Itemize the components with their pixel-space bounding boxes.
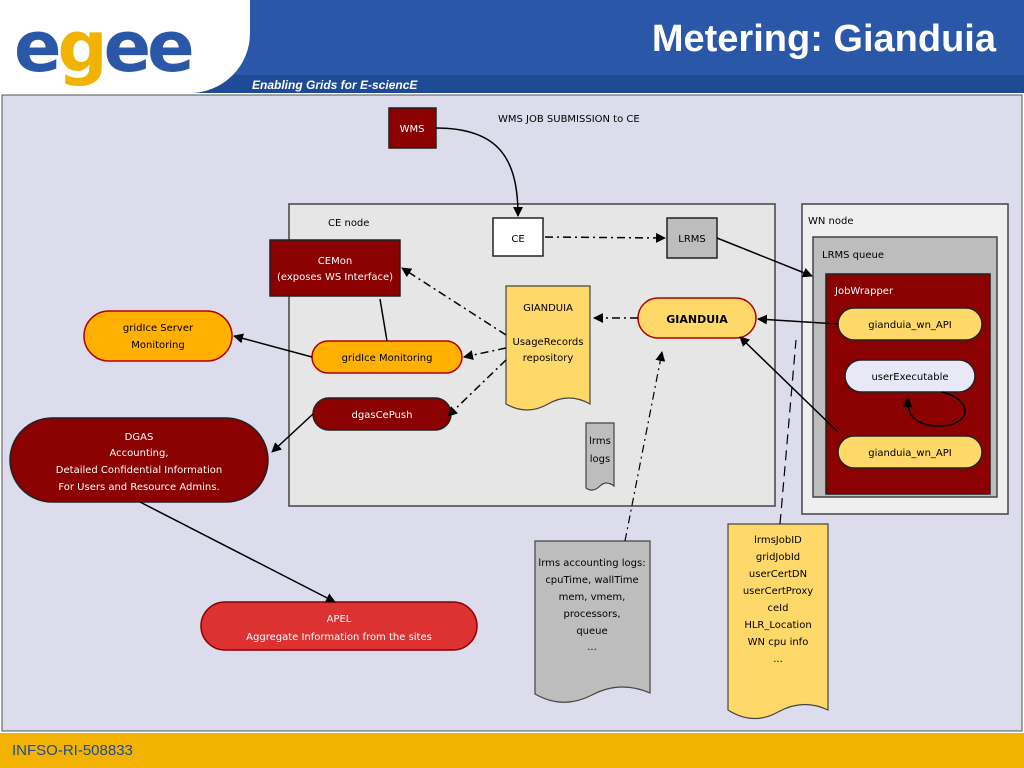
gridice-server-line2: Monitoring bbox=[131, 340, 184, 351]
lrms-logs-line2: logs bbox=[590, 454, 610, 465]
gianduia-repo-line2: UsageRecords bbox=[513, 337, 584, 348]
accounting-logs-line6: ... bbox=[587, 642, 597, 653]
logo-e2: e bbox=[103, 6, 152, 88]
dgas-line4: For Users and Resource Admins. bbox=[58, 482, 219, 493]
cemon-box bbox=[269, 239, 401, 297]
arrow-user-executable-loop bbox=[902, 391, 966, 427]
footer-text: INFSO-RI-508833 bbox=[12, 742, 133, 759]
apel-line1: APEL bbox=[327, 614, 352, 625]
lrms-label: LRMS bbox=[678, 234, 706, 245]
job-info-line3: userCertDN bbox=[749, 569, 807, 580]
job-info-shape bbox=[727, 523, 829, 720]
ce-box bbox=[492, 217, 544, 257]
jobwrapper-label: JobWrapper bbox=[834, 286, 894, 297]
accounting-logs-line3: mem, vmem, bbox=[559, 592, 626, 603]
user-executable-label: userExecutable bbox=[871, 372, 948, 383]
arrow-wn-api-to-gianduia bbox=[757, 314, 839, 325]
arrow-accounting-to-gianduia bbox=[624, 351, 666, 542]
wms-box bbox=[388, 107, 437, 149]
gridice-monitoring-label: gridIce Monitoring bbox=[342, 353, 433, 364]
arrow-ce-to-lrms bbox=[544, 232, 666, 243]
arrow-repo-to-cemon bbox=[401, 267, 507, 336]
wms-job-submission-label: WMS JOB SUBMISSION to CE bbox=[498, 114, 640, 125]
cemon-line1: CEMon bbox=[318, 256, 352, 267]
dgas-box bbox=[9, 417, 269, 503]
line-jobinfo-to-wn bbox=[779, 339, 797, 525]
gridice-server-box bbox=[83, 310, 233, 362]
job-info-line7: WN cpu info bbox=[748, 637, 809, 648]
gianduia-repository-shape bbox=[505, 285, 591, 411]
gianduia-wn-api-2-box bbox=[837, 435, 983, 469]
gianduia-repo-line3: repository bbox=[523, 353, 574, 364]
wn-node-label: WN node bbox=[808, 216, 854, 227]
footer-bar: INFSO-RI-508833 bbox=[0, 733, 1024, 768]
arrow-wn-api-2-to-gianduia bbox=[739, 336, 839, 433]
lrms-queue-label: LRMS queue bbox=[822, 250, 884, 261]
egee-logo: egee bbox=[14, 2, 195, 92]
logo-e3: e bbox=[147, 6, 195, 88]
gridice-server-line1: gridIce Server bbox=[123, 323, 194, 334]
logo-e1: e bbox=[14, 6, 62, 88]
lrms-logs-shape bbox=[585, 422, 615, 491]
arrow-repo-to-gridice bbox=[463, 347, 507, 361]
apel-box bbox=[200, 601, 478, 651]
arrow-wms-to-ce bbox=[435, 127, 523, 217]
tagline: Enabling Grids for E-sciencE bbox=[252, 78, 418, 92]
job-info-line2: gridJobId bbox=[756, 552, 800, 563]
accounting-logs-line1: lrms accounting logs: bbox=[538, 558, 645, 569]
job-info-line1: lrmsJobID bbox=[754, 535, 802, 546]
logo-g: g bbox=[57, 6, 107, 88]
dgascepush-label: dgasCePush bbox=[352, 410, 413, 421]
dgas-line2: Accounting, bbox=[109, 448, 168, 459]
gianduia-wn-api-1-label: gianduia_wn_API bbox=[868, 320, 952, 331]
arrow-lrms-to-jobwrapper bbox=[716, 237, 813, 278]
gianduia-label: GIANDUIA bbox=[666, 313, 728, 326]
cemon-line2: (exposes WS Interface) bbox=[277, 272, 393, 283]
job-info-line8: ... bbox=[773, 654, 783, 665]
arrow-repo-to-dgaspush bbox=[447, 359, 507, 417]
page-title: Metering: Gianduia bbox=[651, 18, 996, 60]
ce-label: CE bbox=[511, 234, 524, 245]
job-info-line5: ceId bbox=[768, 603, 789, 614]
diagram-svg: CE node WN node LRMS queue JobWrapper WM… bbox=[1, 94, 1023, 732]
arrow-gridice-to-server bbox=[233, 333, 313, 358]
wms-label: WMS bbox=[400, 124, 425, 135]
dgas-line1: DGAS bbox=[125, 432, 154, 443]
line-gridice-to-cemon bbox=[379, 298, 388, 342]
apel-line2: Aggregate Information from the sites bbox=[246, 632, 432, 643]
dgas-line3: Detailed Confidential Information bbox=[56, 465, 222, 476]
job-info-line4: userCertProxy bbox=[743, 586, 813, 597]
lrms-box bbox=[666, 217, 718, 259]
logo-area: egee bbox=[0, 0, 250, 93]
accounting-logs-shape bbox=[534, 540, 651, 703]
lrms-logs-line1: lrms bbox=[589, 436, 611, 447]
user-executable-box bbox=[844, 359, 976, 393]
gianduia-wn-api-2-label: gianduia_wn_API bbox=[868, 448, 952, 459]
header-bar: egee Enabling Grids for E-sciencE Meteri… bbox=[0, 0, 1024, 93]
arrow-dgas-to-apel bbox=[139, 501, 336, 603]
accounting-logs-line2: cpuTime, wallTime bbox=[545, 575, 638, 586]
accounting-logs-line5: queue bbox=[576, 626, 607, 637]
header-strip bbox=[0, 75, 1024, 93]
diagram-area: CE node WN node LRMS queue JobWrapper WM… bbox=[0, 93, 1024, 733]
job-info-line6: HLR_Location bbox=[744, 620, 811, 631]
ce-node-label: CE node bbox=[328, 218, 369, 229]
accounting-logs-line4: processors, bbox=[563, 609, 620, 620]
gianduia-repo-line1: GIANDUIA bbox=[523, 303, 573, 314]
arrow-dgaspush-to-dgas bbox=[271, 413, 314, 453]
